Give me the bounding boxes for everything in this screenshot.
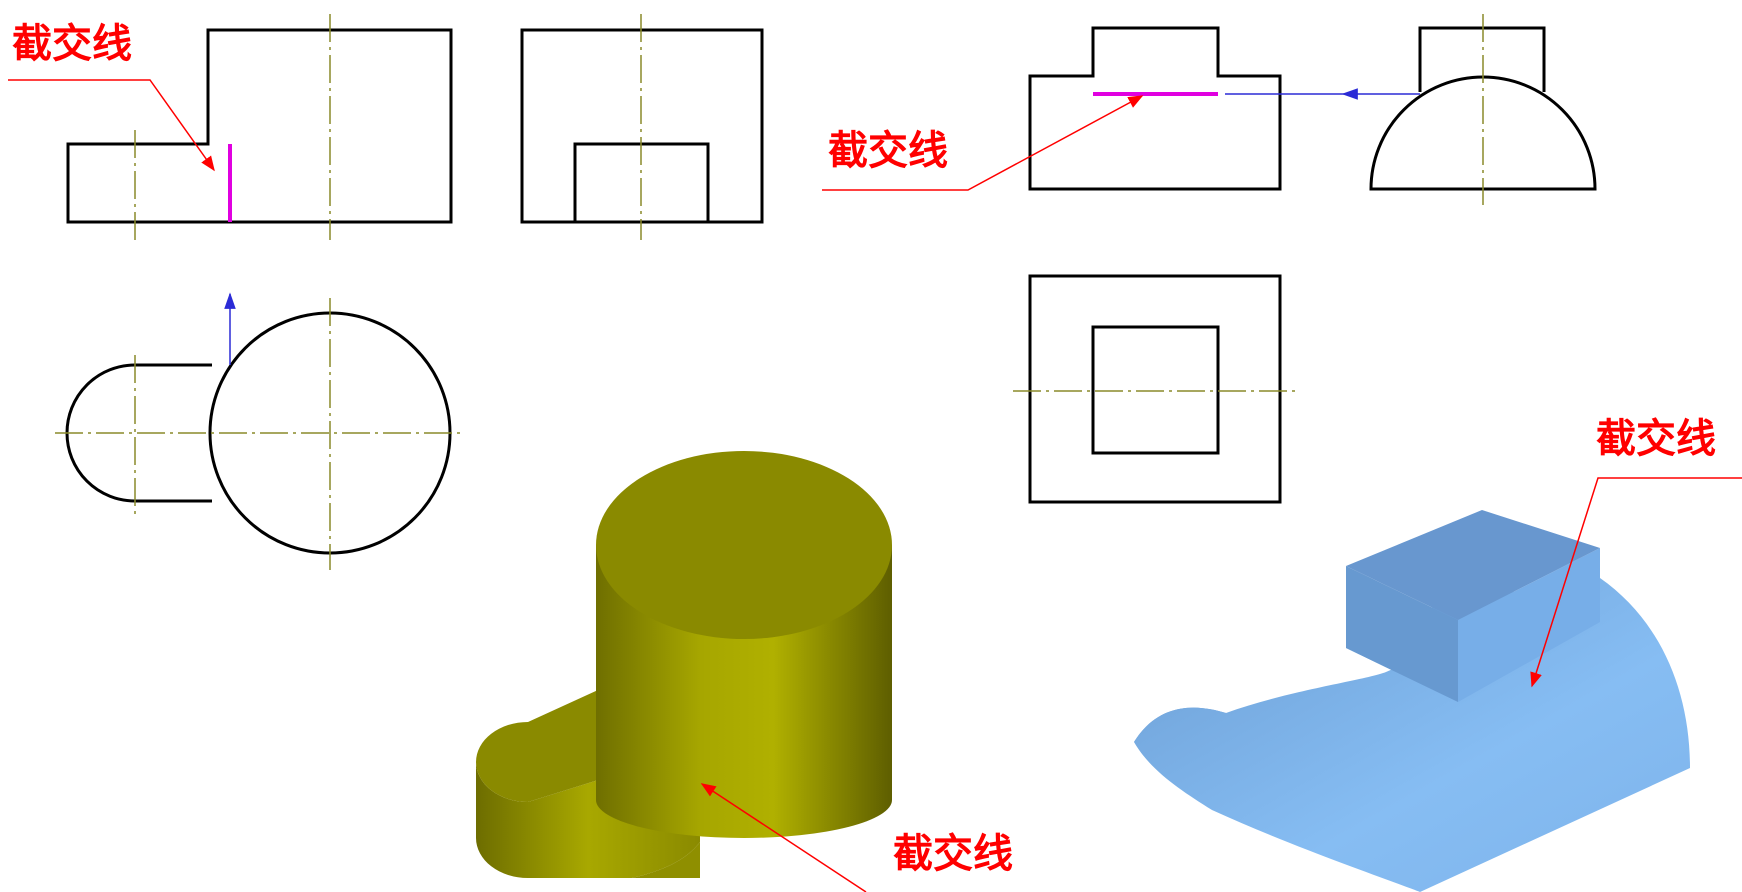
left-front-center-lines: [134, 14, 331, 240]
left-side-view: [520, 28, 764, 224]
right-side-view: [1369, 26, 1597, 191]
leader-2: [822, 95, 1144, 191]
blue-3d-model: [1134, 510, 1690, 892]
leader-1: [8, 79, 215, 172]
right-top-view: [1028, 274, 1282, 504]
right-front-view: [1028, 26, 1282, 191]
left-front-view: [66, 28, 453, 224]
olive-3d-model: [476, 451, 892, 878]
leader-4: [700, 783, 867, 892]
intersection-line-label-4: 截交线: [893, 831, 1013, 877]
intersection-line-label-1: 截交线: [12, 21, 132, 67]
leader-3: [1530, 477, 1742, 688]
left-top-center-lines: [55, 298, 462, 570]
intersection-line-label-3: 截交线: [1596, 416, 1716, 462]
intersection-line-label-2: 截交线: [828, 128, 948, 174]
leader-lines: [8, 79, 1742, 892]
